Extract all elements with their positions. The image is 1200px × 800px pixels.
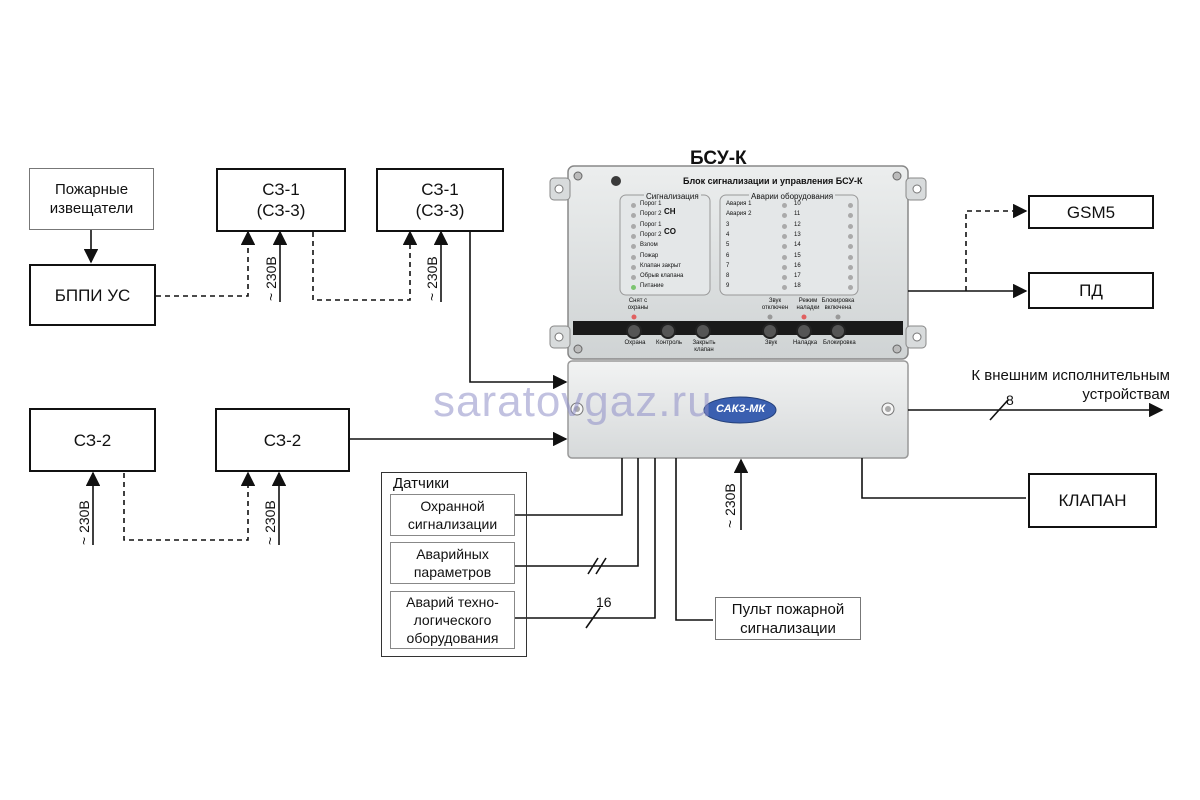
alarm-led bbox=[782, 254, 787, 260]
sz1-block-b: СЗ-1 (СЗ-3) bbox=[376, 168, 504, 232]
gsm-block: GSM5 bbox=[1028, 195, 1154, 229]
pd-block: ПД bbox=[1028, 272, 1154, 309]
signal-section-title: Сигнализация bbox=[644, 192, 701, 201]
power-label-sz2b: ~ 230В bbox=[262, 500, 278, 545]
alarm-item: 15 bbox=[794, 252, 801, 259]
power-label-sz1a: ~ 230В bbox=[263, 256, 279, 301]
sensor-group-title: Датчики bbox=[393, 475, 450, 492]
signal-item: Порог 2 bbox=[640, 231, 662, 238]
alarm-item: 5 bbox=[726, 242, 730, 249]
signal-led bbox=[631, 233, 636, 239]
signal-led bbox=[631, 254, 636, 260]
alarm-led bbox=[848, 213, 853, 219]
bus-count-in: 16 bbox=[596, 594, 612, 610]
signal-led bbox=[631, 203, 636, 208]
alarm-item: 17 bbox=[794, 273, 801, 280]
sensor-equipment: Аварий техно- логического оборудования bbox=[390, 591, 515, 649]
alarm-item: Авария 1 bbox=[726, 201, 752, 207]
signal-led bbox=[631, 244, 636, 250]
alarm-led bbox=[848, 244, 853, 250]
button-label: Наладка bbox=[792, 340, 818, 346]
alarm-item: 10 bbox=[794, 201, 801, 207]
alarm-item: 8 bbox=[726, 273, 730, 280]
fire-panel-block: Пульт пожарной сигнализации bbox=[715, 597, 861, 640]
power-label-sz1b: ~ 230В bbox=[424, 256, 440, 301]
device-title: БСУ-К bbox=[690, 148, 747, 169]
alarm-item: 14 bbox=[794, 242, 801, 249]
device-buttons bbox=[626, 323, 846, 339]
alarm-led bbox=[782, 244, 787, 250]
signal-led bbox=[631, 223, 636, 229]
sensor-security: Охранной сигнализации bbox=[390, 494, 515, 536]
signal-item: Клапан закрыт bbox=[640, 262, 682, 269]
signal-led bbox=[631, 213, 636, 219]
alarm-led bbox=[848, 233, 853, 239]
bsu-k-device bbox=[549, 165, 927, 459]
lower-badge: САКЗ-МК bbox=[716, 403, 766, 415]
alarm-led bbox=[848, 203, 853, 208]
alarm-item: Авария 2 bbox=[726, 211, 752, 218]
alarm-led bbox=[848, 223, 853, 229]
alarm-item: 11 bbox=[794, 211, 801, 218]
button-label: Закрыть клапан bbox=[692, 340, 716, 353]
sensor-emergency: Аварийных параметров bbox=[390, 542, 515, 584]
alarm-led bbox=[848, 285, 853, 291]
indicator-label: Снят с охраны bbox=[627, 298, 649, 311]
alarm-section-title: Аварии оборудования bbox=[749, 192, 836, 201]
sensor-group bbox=[381, 472, 527, 657]
alarm-item: 4 bbox=[726, 231, 730, 238]
signal-item: Взлом bbox=[640, 242, 658, 249]
button-label: Контроль bbox=[655, 340, 683, 346]
fire-detectors-block: Пожарные извещатели bbox=[29, 168, 154, 230]
alarm-led bbox=[782, 285, 787, 291]
alarm-item: 3 bbox=[726, 221, 730, 228]
signal-item: Порог 1 bbox=[640, 201, 662, 207]
alarm-item: 9 bbox=[726, 283, 730, 290]
connection-lines bbox=[83, 203, 1164, 629]
signal-led bbox=[631, 285, 636, 291]
sz2-block-a: СЗ-2 bbox=[29, 408, 156, 472]
device-panel-header: Блок сигнализации и управления БСУ-К bbox=[683, 176, 863, 186]
signal-item: Питание bbox=[640, 283, 664, 290]
alarm-led bbox=[848, 254, 853, 260]
alarm-led bbox=[848, 264, 853, 270]
gas-ch-label: CH bbox=[664, 207, 676, 216]
alarm-led bbox=[782, 233, 787, 239]
signal-item: Обрыв клапана bbox=[640, 273, 684, 280]
indicator-label: Звук отключен bbox=[761, 298, 789, 311]
alarm-item: 18 bbox=[794, 283, 801, 290]
sz2-block-b: СЗ-2 bbox=[215, 408, 350, 472]
indicator-label: Режим наладки bbox=[796, 298, 820, 311]
external-devices-label: К внешним исполнительным устройствам bbox=[971, 367, 1170, 403]
gas-co-label: CO bbox=[664, 227, 676, 236]
button-label: Звук bbox=[764, 340, 778, 346]
alarm-led bbox=[782, 203, 787, 208]
signal-led bbox=[631, 275, 636, 281]
indicator-label: Блокировка включена bbox=[821, 298, 855, 311]
alarm-item: 7 bbox=[726, 262, 730, 269]
watermark: saratovgaz.ru bbox=[433, 377, 713, 426]
alarm-item: 16 bbox=[794, 262, 801, 269]
alarm-led bbox=[782, 264, 787, 270]
signal-item: Порог 2 bbox=[640, 211, 662, 218]
bus-count-out: 8 bbox=[1006, 392, 1014, 408]
alarm-led bbox=[782, 223, 787, 229]
button-label: Блокировка bbox=[823, 340, 856, 346]
power-label-sz2a: ~ 230В bbox=[76, 500, 92, 545]
sz1-block-a: СЗ-1 (СЗ-3) bbox=[216, 168, 346, 232]
signal-item: Пожар bbox=[640, 252, 659, 259]
alarm-item: 12 bbox=[794, 221, 801, 228]
power-label-device: ~ 230В bbox=[722, 483, 738, 528]
signal-item: Порог 1 bbox=[640, 221, 662, 228]
bppi-block: БППИ УС bbox=[29, 264, 156, 326]
alarm-led bbox=[848, 275, 853, 281]
alarm-led bbox=[782, 275, 787, 281]
button-label: Охрана bbox=[624, 340, 646, 346]
valve-block: КЛАПАН bbox=[1028, 473, 1157, 528]
alarm-led bbox=[782, 213, 787, 219]
signal-led bbox=[631, 264, 636, 270]
alarm-item: 6 bbox=[726, 252, 730, 259]
alarm-item: 13 bbox=[794, 231, 801, 238]
